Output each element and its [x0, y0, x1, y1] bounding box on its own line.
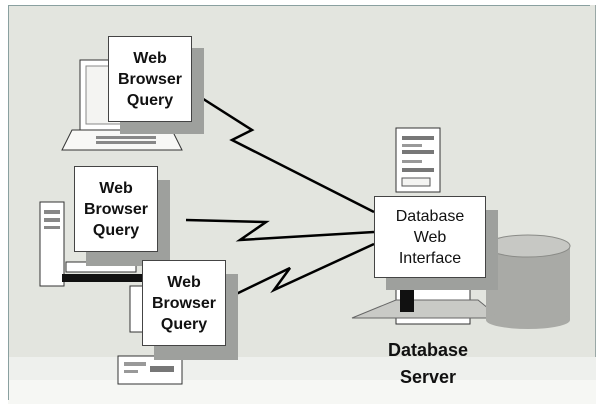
network-links [185, 86, 375, 298]
link-client-1 [185, 86, 375, 214]
database-web-interface-label: Database Web Interface [395, 207, 465, 267]
client-3-label-box: Web Browser Query [142, 260, 226, 346]
database-cylinder [485, 234, 571, 329]
client-2-label-box: Web Browser Query [74, 166, 158, 252]
client-1-label: Web Browser Query [117, 49, 183, 109]
client-2-base [62, 274, 160, 282]
frame-border [8, 5, 590, 400]
client-computer-2 [39, 201, 160, 287]
client-3-label: Web Browser Query [151, 273, 217, 333]
client-1-label-box: Web Browser Query [108, 36, 192, 122]
top-margin [0, 0, 596, 5]
database-server-caption: Database Server [387, 340, 469, 387]
left-margin [0, 0, 8, 404]
link-client-2 [185, 218, 375, 242]
bottom-band-light [0, 380, 596, 404]
server-platform [351, 299, 502, 319]
link-client-3 [231, 242, 375, 298]
database-web-interface-box: Database Web Interface [374, 196, 486, 278]
client-2-label: Web Browser Query [83, 179, 149, 239]
client-2-tower [39, 201, 65, 287]
